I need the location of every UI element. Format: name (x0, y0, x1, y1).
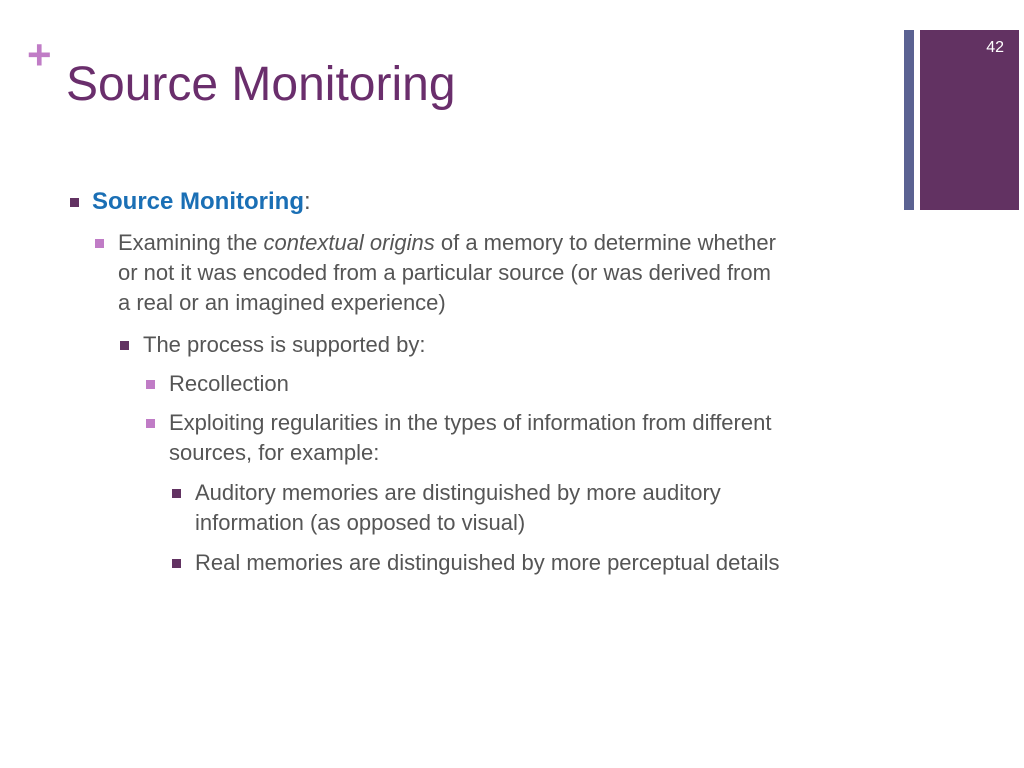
accent-plus-sign: + (27, 31, 52, 78)
decorative-corner-block (920, 30, 1019, 210)
square-bullet-icon (146, 419, 155, 428)
bullet-auditory-memories: Auditory memories are distinguished by m… (195, 478, 895, 538)
bullet-line: Exploiting regularities in the types of … (169, 410, 772, 435)
bullet-process-supported: The process is supported by: (143, 332, 426, 357)
decorative-thin-stripe (904, 30, 914, 210)
bullet-line: information (as opposed to visual) (195, 510, 526, 535)
square-bullet-icon (70, 198, 79, 207)
bullet-exploiting-regularities: Exploiting regularities in the types of … (169, 408, 889, 468)
square-bullet-icon (172, 559, 181, 568)
contextual-origins-emphasis: contextual origins (263, 230, 435, 255)
square-bullet-icon (172, 489, 181, 498)
bullet-line: Auditory memories are distinguished by m… (195, 480, 721, 505)
page-title: Source Monitoring (66, 58, 456, 111)
bullet-line: or not it was encoded from a particular … (118, 260, 771, 285)
slide-number: 42 (986, 39, 1004, 56)
bullet-real-memories: Real memories are distinguished by more … (195, 550, 780, 575)
bullet-examining-origins: Examining the contextual origins of a me… (118, 228, 908, 318)
square-bullet-icon (95, 239, 104, 248)
source-monitoring-term: Source Monitoring (92, 188, 304, 215)
square-bullet-icon (146, 380, 155, 389)
bullet-recollection: Recollection (169, 371, 289, 396)
colon: : (304, 188, 311, 215)
bullet-line: a real or an imagined experience) (118, 290, 446, 315)
bullet-line: sources, for example: (169, 440, 380, 465)
bullet-line: Examining the contextual origins of a me… (118, 230, 776, 255)
bullet-source-monitoring: Source Monitoring: (92, 187, 311, 217)
square-bullet-icon (120, 341, 129, 350)
